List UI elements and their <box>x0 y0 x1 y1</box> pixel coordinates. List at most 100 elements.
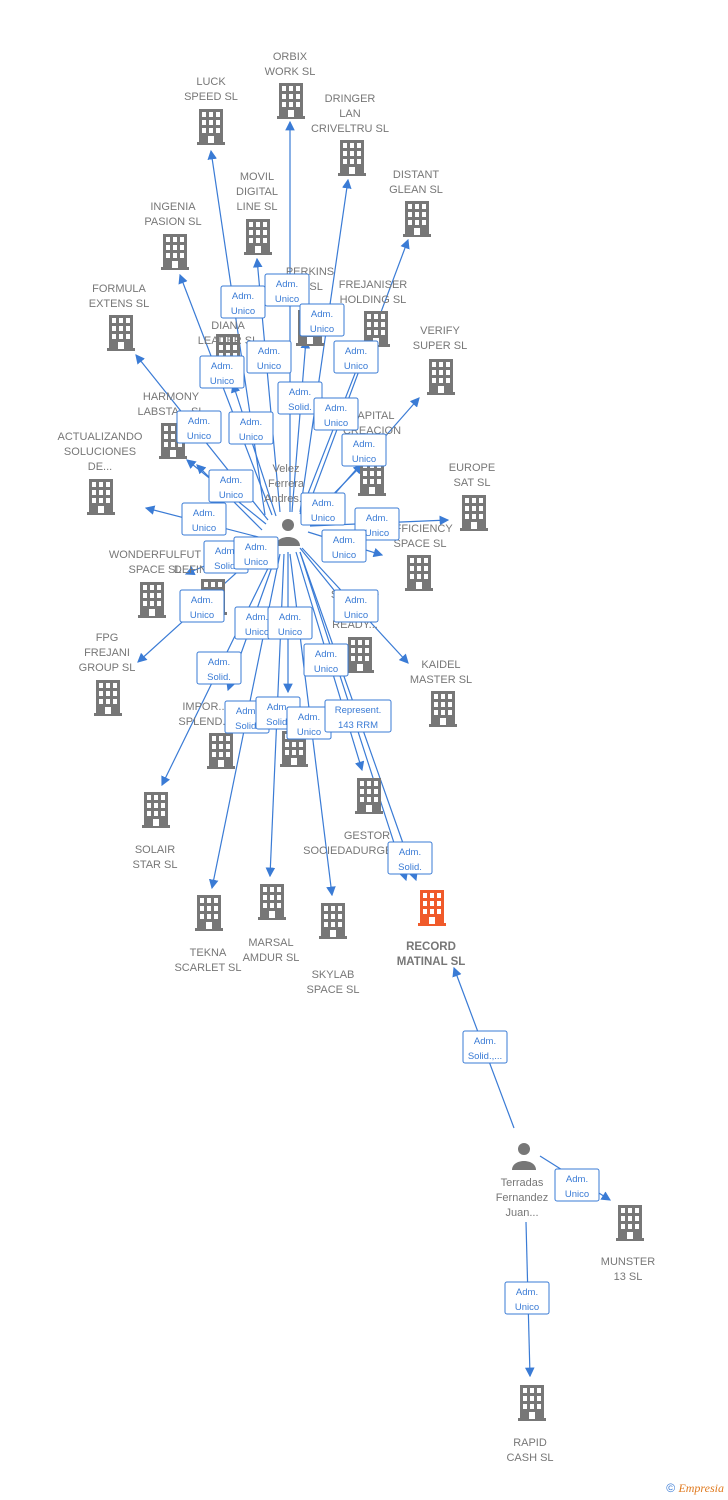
edge-velez-dringer <box>299 178 352 513</box>
building-icon <box>616 1205 644 1241</box>
edge-label-velez-harmony[interactable]: Adm.Unico <box>208 469 254 503</box>
building-icon <box>277 83 305 119</box>
edge-label-velez-verify[interactable]: Adm.Unico <box>341 433 387 467</box>
edge-label-text: Adm.Solid. <box>214 546 238 572</box>
building-icon <box>405 555 433 591</box>
edge-label-text: Adm.Unico <box>365 513 389 539</box>
edge-label-text: Adm.Unico <box>244 542 268 568</box>
edge-label-text: Adm.Unico <box>565 1174 589 1200</box>
edge-label-text: Adm.Unico <box>332 535 356 561</box>
company-node-import[interactable]: IMPOR...SPLEND... <box>178 701 235 769</box>
edge-label-text: Adm.Unico <box>190 595 214 621</box>
edge-label-velez-gestor[interactable]: Adm.Unico <box>286 706 332 740</box>
edge-label-velez-luck[interactable]: Adm.Unico <box>220 285 266 319</box>
edge-label-velez-distant[interactable]: Adm.Unico <box>333 340 379 374</box>
building-icon <box>319 903 347 939</box>
edge-label-text: Adm.Solid. <box>398 847 422 873</box>
building-icon <box>429 691 457 727</box>
edge-label-velez-actualizando[interactable]: Adm.Unico <box>181 502 227 536</box>
edge-label-velez-ingenia[interactable]: Adm.Unico <box>199 355 245 389</box>
brand-logo[interactable]: Empresia <box>678 1481 724 1495</box>
company-label-import: IMPOR...SPLEND... <box>178 701 231 728</box>
edge-label-text: Adm.Unico <box>297 712 321 738</box>
edge-label-text: Adm.Unico <box>210 361 234 387</box>
edge-velez-distant <box>304 238 410 516</box>
edge-velez-ingenia <box>178 273 273 516</box>
edge-label-terradas-record[interactable]: Adm.Solid.,... <box>462 1030 508 1064</box>
edge-label-velez-splend2[interactable]: Adm.Unico <box>267 606 313 640</box>
edge-label-velez-defin[interactable]: Adm.Unico <box>233 536 279 570</box>
edge-label-velez-efficiency[interactable]: Adm.Unico <box>321 529 367 563</box>
copyright-icon: © <box>666 1481 676 1495</box>
edge-label-velez-fpg[interactable]: Adm.Unico <box>179 589 225 623</box>
edge-label-text: Adm.Unico <box>219 475 243 501</box>
edge-label-velez-capital[interactable]: Adm.Unico <box>300 492 346 526</box>
edge-label-text: Adm.Unico <box>310 309 334 335</box>
edge-label-text: Adm.Unico <box>352 439 376 465</box>
edge-label-velez-diana[interactable]: Adm.Unico <box>228 411 274 445</box>
building-icon <box>197 109 225 145</box>
building-icon <box>142 792 170 828</box>
edge-label-text: Adm.Unico <box>344 346 368 372</box>
edge-label-terradas-munster[interactable]: Adm.Unico <box>554 1168 600 1202</box>
edge-label-text: Adm.Solid. <box>288 387 312 413</box>
building-icon <box>107 315 135 351</box>
edge-label-velez-formula[interactable]: Adm.Unico <box>176 410 222 444</box>
edge-label-velez-dringer[interactable]: Adm.Unico <box>299 303 345 337</box>
edge-label-terradas-rapid[interactable]: Adm.Unico <box>504 1281 550 1315</box>
edge-label-velez-ready[interactable]: Adm.Unico <box>333 589 379 623</box>
edge-velez-frejaniser <box>299 346 367 515</box>
edge-label-velez-kaidel[interactable]: Adm.Unico <box>303 643 349 677</box>
edge-label-velez-movil[interactable]: Adm.Unico <box>246 340 292 374</box>
person-icon <box>276 519 300 546</box>
building-icon <box>195 895 223 931</box>
building-icon <box>403 201 431 237</box>
edge-label-velez-frejaniser[interactable]: Adm.Unico <box>313 397 359 431</box>
edge-label-velez-record[interactable]: Represent.143 RRM <box>324 699 392 733</box>
edge-label-velez-solair[interactable]: Adm.Solid. <box>196 651 242 685</box>
edge-label-velez-record[interactable]: Adm.Solid. <box>387 841 433 875</box>
building-icon <box>94 680 122 716</box>
edge-label-velez-orbix[interactable]: Adm.Unico <box>264 273 310 307</box>
edge-label-text: Adm.Unico <box>344 595 368 621</box>
building-icon <box>87 479 115 515</box>
